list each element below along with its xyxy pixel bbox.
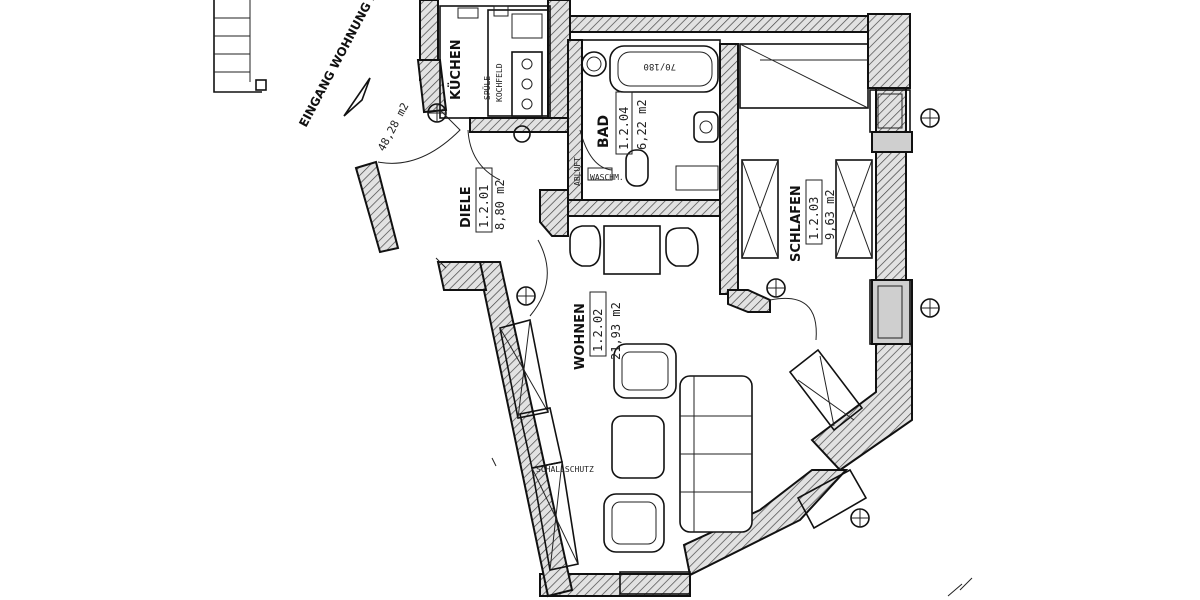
room-name-kueche: KÜCHEN: [448, 39, 464, 100]
kitchen-note-spuele: SPÜLE: [482, 76, 492, 100]
window-markers: [427, 103, 940, 528]
room-area-diele: 8,80 m2: [493, 179, 507, 230]
room-number-wohnen: 1.2.02: [591, 309, 605, 352]
room-number-diele: 1.2.01: [477, 185, 491, 228]
room-name-diele: DIELE: [459, 186, 474, 228]
entrance-arrow-icon: [343, 77, 371, 117]
bath-note-wanne: 70/180: [643, 61, 676, 71]
windows: [619, 89, 911, 595]
room-name-bad: BAD: [596, 115, 612, 148]
entrance-label: EINGANG WOHNUNG 2: [296, 0, 380, 129]
wall-note-schallschutz: SCHALLSCHUTZ: [536, 465, 594, 474]
bath-note-abluft: ABLUFT: [573, 157, 582, 186]
interior-walls: [469, 39, 771, 313]
room-area-schlafen: 9,63 m2: [823, 189, 837, 240]
bathroom-fittings: [581, 39, 721, 201]
stair-fragment: [213, 0, 267, 93]
room-area-bad: 6,22 m2: [635, 99, 649, 150]
room-number-schlafen: 1.2.03: [807, 197, 821, 240]
room-area-wohnen: 21,93 m2: [609, 302, 623, 360]
kitchen-note-kochfeld: KOCHFELD: [495, 63, 504, 102]
living-furniture: [569, 225, 753, 553]
room-number-bad: 1.2.04: [617, 107, 631, 150]
kitchen-fittings: [439, 5, 551, 119]
room-name-wohnen: WOHNEN: [573, 303, 588, 370]
wall-units: [499, 319, 579, 571]
bath-note-waschm: WASCHM.: [590, 173, 624, 182]
entrance-area: 48,28 m2: [375, 101, 411, 154]
room-name-schlafen: SCHLAFEN: [789, 185, 804, 262]
door-swings: [377, 109, 817, 341]
bedroom-fittings: [739, 43, 873, 259]
